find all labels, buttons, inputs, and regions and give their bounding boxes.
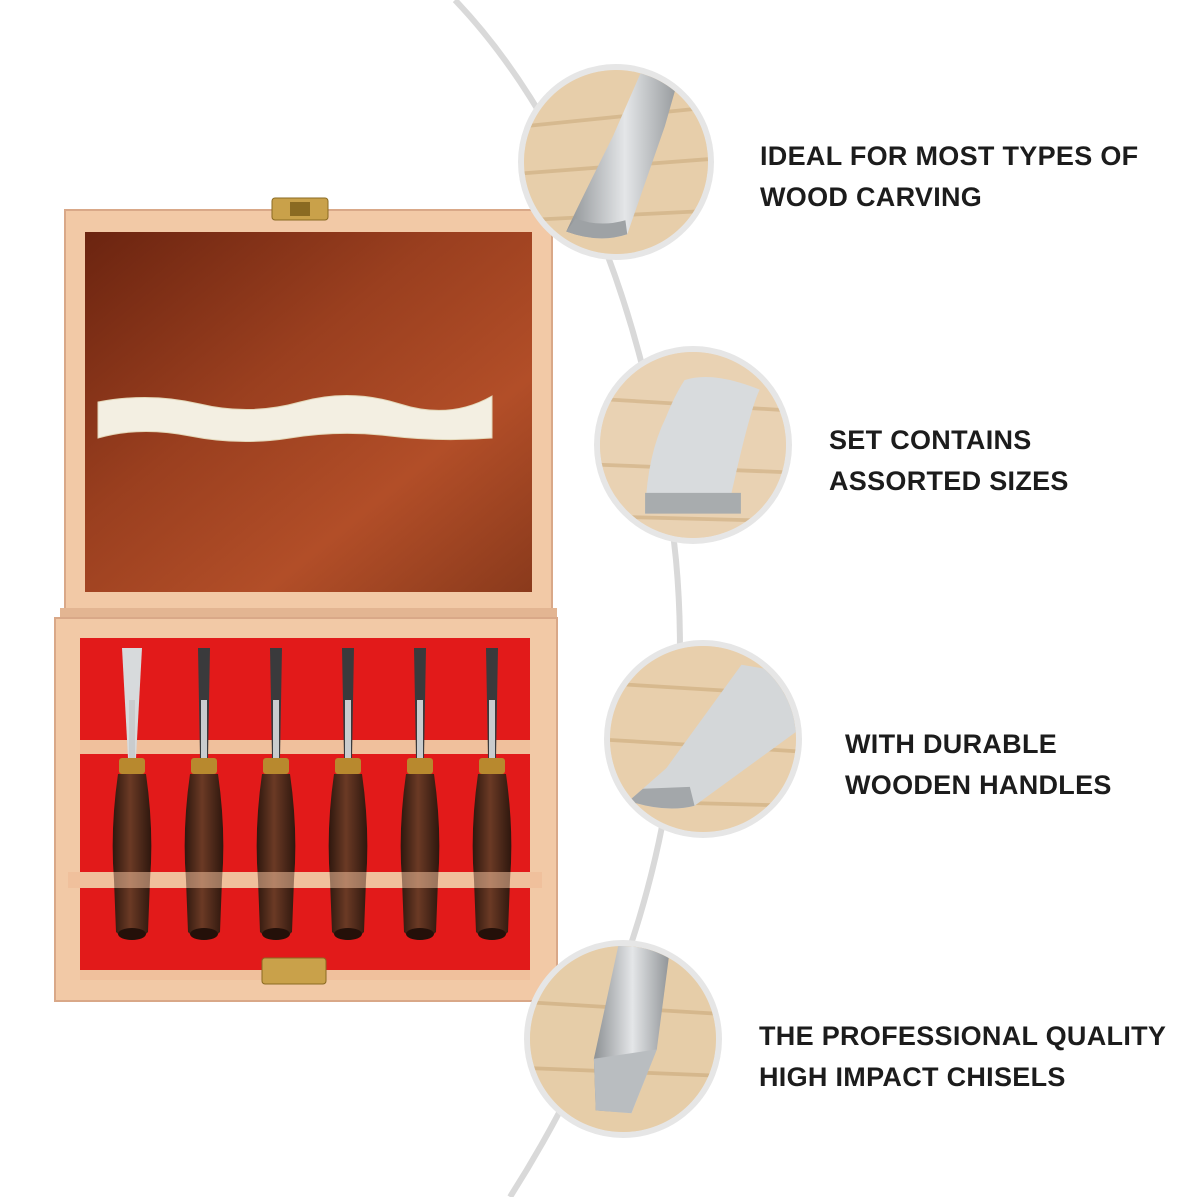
feature-text-wooden-handles: WITH DURABLE WOODEN HANDLES [845, 724, 1112, 806]
gouge-tip-icon [600, 352, 786, 538]
feature-line: IDEAL FOR MOST TYPES OF [760, 141, 1139, 171]
chisel [472, 648, 512, 940]
skew-chisel-tip-icon [610, 646, 796, 832]
box-lid [64, 197, 553, 611]
feature-line: SET CONTAINS [829, 425, 1032, 455]
feature-line: HIGH IMPACT CHISELS [759, 1062, 1066, 1092]
feature-image-flat-chisel [518, 64, 714, 260]
square-chisel-tip-icon [530, 946, 716, 1132]
chisels-layer [68, 648, 542, 940]
chisel [328, 648, 368, 940]
feature-image-skew-chisel [604, 640, 802, 838]
feature-line: WOODEN HANDLES [845, 770, 1112, 800]
flat-chisel-tip-icon [524, 70, 708, 254]
feature-text-wood-carving: IDEAL FOR MOST TYPES OF WOOD CARVING [760, 136, 1138, 218]
chisel [184, 648, 224, 940]
feature-image-square-chisel [524, 940, 722, 1138]
feature-text-professional-quality: THE PROFESSIONAL QUALITY HIGH IMPACT CHI… [759, 1016, 1166, 1098]
feature-line: WITH DURABLE [845, 729, 1058, 759]
feature-line: ASSORTED SIZES [829, 466, 1069, 496]
feature-image-gouge [594, 346, 792, 544]
feature-text-assorted-sizes: SET CONTAINS ASSORTED SIZES [829, 420, 1069, 502]
chisel [256, 648, 296, 940]
front-rail [68, 872, 542, 888]
feature-line: WOOD CARVING [760, 182, 983, 212]
chisel [112, 648, 152, 940]
chisel [400, 648, 440, 940]
feature-line: THE PROFESSIONAL QUALITY [759, 1021, 1167, 1051]
